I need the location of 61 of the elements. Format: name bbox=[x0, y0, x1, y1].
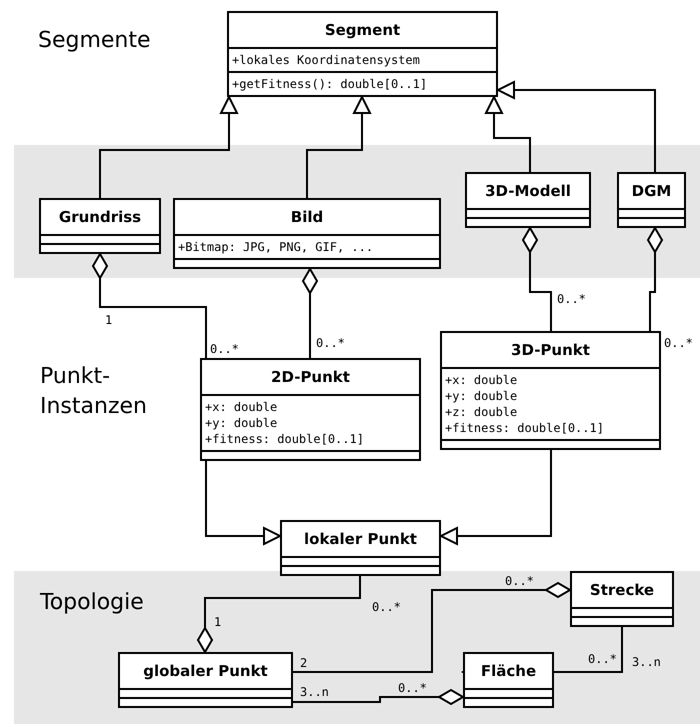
generalization-arrow bbox=[99, 96, 238, 198]
class-box bbox=[118, 652, 293, 708]
section-heading: Topologie bbox=[40, 589, 145, 617]
class-attribute: +x: double bbox=[205, 399, 278, 415]
class-attribute: +z: double bbox=[445, 404, 518, 420]
class-attribute: +fitness: double[0..1] bbox=[445, 420, 605, 436]
class-name: 2D-Punkt bbox=[271, 368, 350, 386]
class-box bbox=[440, 331, 661, 450]
multiplicity-label: 1 bbox=[214, 615, 222, 629]
generalization-arrow bbox=[497, 81, 656, 172]
class-attribute: +getFitness(): double[0..1] bbox=[232, 76, 428, 92]
class-attribute: +fitness: double[0..1] bbox=[205, 431, 365, 447]
generalization-arrow bbox=[485, 96, 531, 172]
class-box bbox=[463, 652, 554, 708]
class-attribute: +y: double bbox=[205, 415, 278, 431]
class-box bbox=[570, 571, 674, 627]
class-box bbox=[200, 358, 421, 461]
aggregation-line bbox=[293, 689, 464, 705]
multiplicity-label: 0..* bbox=[210, 342, 239, 356]
class-name: 3D-Punkt bbox=[511, 341, 590, 359]
class-name: Fläche bbox=[480, 662, 536, 680]
section-heading: Segmente bbox=[38, 27, 152, 55]
multiplicity-label: 2 bbox=[300, 656, 308, 670]
generalization-arrow bbox=[205, 461, 281, 545]
aggregation-line bbox=[302, 268, 318, 358]
class-box bbox=[465, 172, 591, 228]
class-box bbox=[227, 11, 498, 97]
class-box bbox=[280, 520, 441, 576]
generalization-arrow bbox=[440, 450, 552, 545]
section-heading: Punkt-Instanzen bbox=[40, 363, 148, 421]
multiplicity-label: 0..* bbox=[505, 574, 534, 588]
multiplicity-label: 3..n bbox=[632, 655, 661, 669]
class-attribute: +x: double bbox=[445, 372, 518, 388]
multiplicity-label: 0..* bbox=[588, 652, 617, 666]
aggregation-line bbox=[92, 253, 207, 358]
multiplicity-label: 0..* bbox=[372, 600, 401, 614]
class-name: Bild bbox=[290, 208, 324, 226]
multiplicity-label: 3..n bbox=[300, 685, 329, 699]
multiplicity-label: 1 bbox=[105, 313, 112, 327]
class-name: Segment bbox=[324, 21, 400, 39]
class-attribute: +lokales Koordinatensystem bbox=[232, 52, 421, 68]
class-name: Strecke bbox=[590, 581, 654, 599]
class-name: 3D-Modell bbox=[485, 182, 571, 200]
class-box bbox=[617, 172, 686, 228]
aggregation-line bbox=[197, 576, 361, 653]
class-box bbox=[173, 198, 441, 269]
class-attribute: +y: double bbox=[445, 388, 518, 404]
multiplicity-label: 0..* bbox=[557, 292, 586, 306]
aggregation-line bbox=[522, 227, 552, 331]
class-name: DGM bbox=[632, 182, 672, 200]
class-box bbox=[39, 198, 161, 254]
class-name: globaler Punkt bbox=[143, 662, 268, 680]
multiplicity-label: 0..* bbox=[664, 336, 693, 350]
generalization-arrow bbox=[306, 96, 371, 198]
aggregation-line bbox=[293, 582, 571, 673]
aggregation-line bbox=[647, 227, 663, 331]
multiplicity-label: 0..* bbox=[316, 336, 345, 350]
multiplicity-label: 0..* bbox=[398, 681, 427, 695]
class-name: Grundriss bbox=[58, 208, 142, 226]
class-attribute: +Bitmap: JPG, PNG, GIF, ... bbox=[178, 239, 374, 255]
class-name: lokaler Punkt bbox=[304, 530, 417, 548]
